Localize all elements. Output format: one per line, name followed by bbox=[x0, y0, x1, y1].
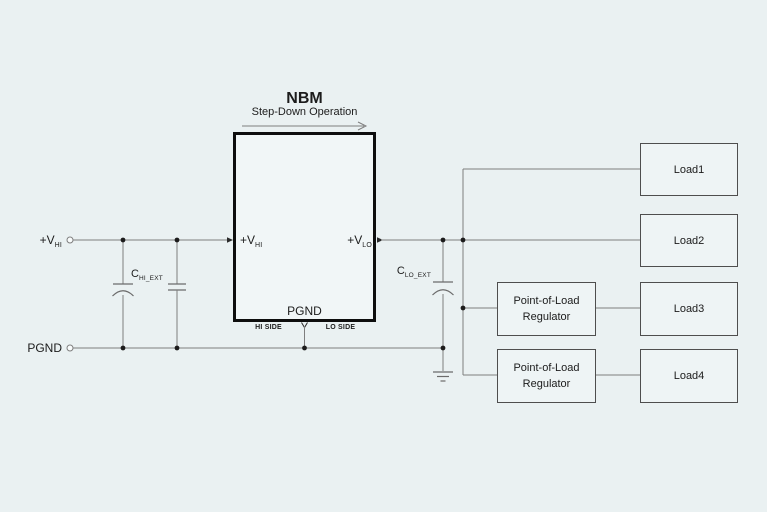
junction-dot bbox=[120, 345, 126, 351]
load2-box: Load2 bbox=[640, 214, 738, 267]
hi-side-label: HI SIDE bbox=[255, 324, 282, 331]
cap-hi-curved-plate-icon bbox=[112, 290, 134, 297]
cap-lo-main: C bbox=[396, 265, 405, 277]
load3-box: Load3 bbox=[640, 282, 738, 336]
vhi-terminal-sub: HI bbox=[54, 242, 62, 249]
junction-dot bbox=[460, 237, 466, 243]
vlo-pin-arrow-icon bbox=[377, 237, 383, 243]
module-title: NBM bbox=[286, 90, 323, 107]
cap-hi-label: CHI_EXT bbox=[131, 268, 163, 282]
cap-lo-sub: LO_EXT bbox=[404, 272, 431, 279]
regulator2-line2: Regulator bbox=[522, 378, 571, 390]
vhi-terminal-icon bbox=[66, 236, 74, 244]
module-pin-vhi-label: +VHI bbox=[240, 233, 262, 249]
junction-dot bbox=[440, 345, 446, 351]
regulator1-line1: Point-of-Load bbox=[513, 295, 580, 307]
load2-label: Load2 bbox=[673, 234, 705, 247]
pgnd-terminal-icon bbox=[66, 344, 74, 352]
nbm-module-box bbox=[233, 132, 376, 322]
module-pin-vlo-sub: LO bbox=[362, 242, 372, 249]
regulator1-line2: Regulator bbox=[522, 311, 571, 323]
lo-side-label: LO SIDE bbox=[325, 324, 356, 331]
load4-label: Load4 bbox=[673, 370, 705, 382]
load1-box: Load1 bbox=[640, 143, 738, 196]
module-pin-vlo-main: +V bbox=[347, 233, 363, 247]
cap-lo-label: CLO_EXT bbox=[388, 265, 431, 279]
module-subtitle: Step-Down Operation bbox=[251, 106, 358, 118]
pgnd-terminal-label: PGND bbox=[27, 341, 62, 355]
load3-label: Load3 bbox=[673, 303, 705, 315]
module-pin-pgnd-label: PGND bbox=[287, 304, 322, 318]
cap-hi-sub: HI_EXT bbox=[138, 275, 163, 282]
regulator2-box: Point-of-Load Regulator bbox=[497, 349, 596, 403]
junction-dot bbox=[174, 345, 180, 351]
cap-hi-main: C bbox=[131, 268, 139, 280]
cap-lo-curved-plate-icon bbox=[432, 289, 454, 296]
regulator1-box: Point-of-Load Regulator bbox=[497, 282, 596, 336]
load4-box: Load4 bbox=[640, 349, 738, 403]
junction-dot bbox=[440, 237, 446, 243]
junction-dot bbox=[302, 345, 307, 351]
module-pin-vhi-main: +V bbox=[240, 233, 256, 247]
step-down-arrow-head-icon bbox=[357, 121, 368, 131]
load1-label: Load1 bbox=[673, 163, 705, 176]
vhi-terminal-label: +VHI bbox=[20, 233, 62, 249]
junction-dot bbox=[174, 237, 180, 243]
junction-dot bbox=[120, 237, 126, 243]
module-pin-vlo-label: +VLO bbox=[308, 233, 372, 249]
regulator2-line1: Point-of-Load bbox=[513, 362, 580, 374]
module-pin-vhi-sub: HI bbox=[255, 242, 263, 249]
vhi-terminal-main: +V bbox=[39, 233, 55, 247]
vhi-pin-arrow-icon bbox=[227, 237, 233, 243]
junction-dot bbox=[460, 305, 466, 311]
